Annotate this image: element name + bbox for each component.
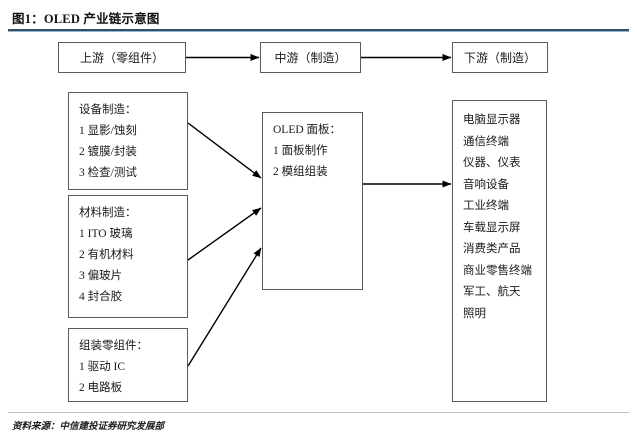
assembly-item: 1 驱动 IC — [79, 361, 125, 373]
node-equipment-manufacturing[interactable]: 设备制造： 1 显影/蚀刻 2 镀膜/封装 3 检查/测试 — [68, 92, 188, 190]
node-upstream-label: 上游（零组件） — [79, 51, 164, 65]
assembly-heading: 组装零组件： — [79, 340, 148, 352]
equipment-item: 1 显影/蚀刻 — [79, 125, 137, 137]
title-divider — [8, 29, 629, 31]
material-heading: 材料制造： — [79, 207, 137, 219]
figure-source: 资料来源：中信建投证券研究发展部 — [12, 422, 165, 432]
title-divider-light — [8, 31, 629, 32]
material-item: 2 有机材料 — [79, 249, 134, 261]
equipment-item: 2 镀膜/封装 — [79, 146, 137, 158]
diagram-canvas: 上游（零组件） 中游（制造） 下游（制造） 设备制造： 1 显影/蚀刻 2 镀膜… — [0, 26, 637, 410]
equipment-heading: 设备制造： — [79, 104, 137, 116]
node-material-manufacturing[interactable]: 材料制造： 1 ITO 玻璃 2 有机材料 3 偏玻片 4 封合胶 — [68, 195, 188, 318]
material-item: 3 偏玻片 — [79, 270, 123, 282]
arrow-equipment-to-panel — [187, 122, 262, 179]
application-item: 消费类产品 — [463, 243, 521, 255]
footer-divider — [8, 412, 629, 413]
application-item: 商业零售终端 — [463, 264, 532, 277]
node-applications[interactable]: 电脑显示器 通信终端 仪器、仪表 音响设备 工业终端 车载显示屏 消费类产品 商… — [452, 100, 547, 402]
material-item: 1 ITO 玻璃 — [79, 228, 133, 240]
application-item: 电脑显示器 — [463, 114, 521, 126]
node-assembly-components[interactable]: 组装零组件： 1 驱动 IC 2 电路板 — [68, 328, 188, 402]
application-item: 仪器、仪表 — [463, 157, 521, 169]
application-item: 军工、航天 — [463, 286, 521, 298]
figure-title: 图1：OLED 产业链示意图 — [12, 12, 160, 26]
equipment-item: 3 检查/测试 — [79, 167, 137, 179]
application-item: 通信终端 — [463, 135, 509, 148]
node-oled-panel[interactable]: OLED 面板： 1 面板制作 2 模组组装 — [262, 112, 363, 290]
application-item: 音响设备 — [463, 178, 509, 191]
node-midstream[interactable]: 中游（制造） — [260, 42, 361, 73]
panel-heading: OLED 面板： — [273, 124, 342, 136]
material-item: 4 封合胶 — [79, 291, 123, 303]
application-item: 工业终端 — [463, 200, 509, 212]
figure-footer: 资料来源：中信建投证券研究发展部 — [8, 412, 632, 432]
node-downstream-label: 下游（制造） — [463, 51, 536, 65]
node-midstream-label: 中游（制造） — [274, 51, 347, 65]
assembly-item: 2 电路板 — [79, 382, 123, 394]
node-upstream[interactable]: 上游（零组件） — [58, 42, 186, 73]
application-item: 车载显示屏 — [463, 221, 521, 234]
arrow-assembly-to-panel — [187, 247, 262, 367]
panel-item: 2 模组组装 — [273, 166, 328, 178]
arrow-material-to-panel — [187, 207, 262, 261]
panel-item: 1 面板制作 — [273, 145, 328, 157]
figure-header: 图1：OLED 产业链示意图 — [8, 8, 629, 32]
node-downstream[interactable]: 下游（制造） — [452, 42, 548, 73]
application-item: 照明 — [463, 307, 486, 320]
